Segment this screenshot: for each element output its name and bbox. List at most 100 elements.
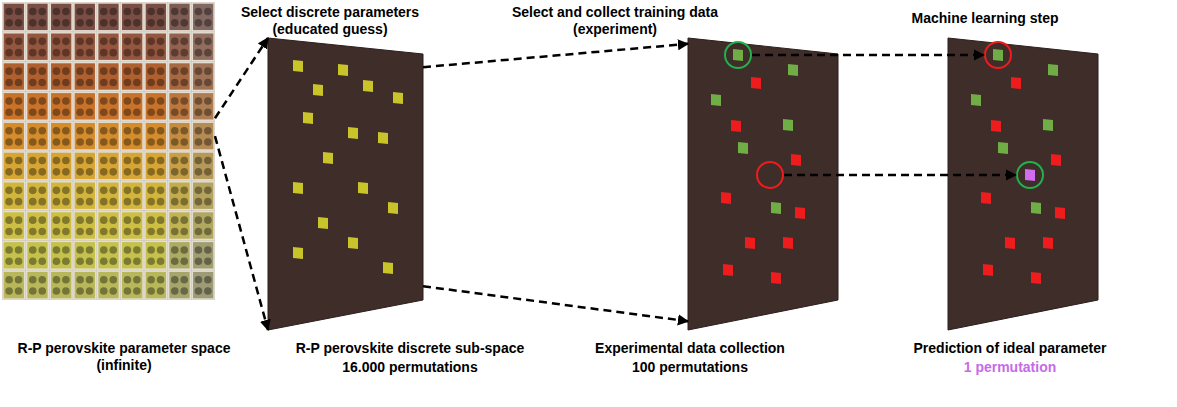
sample-tile bbox=[27, 271, 49, 299]
sample-tile bbox=[169, 152, 191, 180]
sample-tile bbox=[50, 212, 72, 240]
sample-tile bbox=[145, 152, 167, 180]
sample-tile bbox=[192, 152, 214, 180]
sample-tile bbox=[74, 212, 96, 240]
sample-tile bbox=[169, 271, 191, 299]
good-result-squares bbox=[971, 49, 1058, 214]
sample-tile bbox=[98, 33, 120, 61]
text-holder: Select discrete parameters (educated gue… bbox=[225, 4, 435, 38]
text-holder: Prediction of ideal parameter bbox=[890, 340, 1130, 357]
stage-caption: R-P perovskite parameter space (infinite… bbox=[4, 340, 244, 374]
sample-tile bbox=[169, 241, 191, 269]
sample-tile bbox=[169, 3, 191, 31]
sample-tile bbox=[192, 122, 214, 150]
dashed-arrow bbox=[423, 44, 688, 67]
sample-tile bbox=[121, 271, 143, 299]
sample-tile bbox=[145, 122, 167, 150]
sample-tile bbox=[3, 271, 25, 299]
sample-tile bbox=[50, 182, 72, 210]
step-heading: Machine learning step bbox=[875, 10, 1095, 27]
sample-tile bbox=[3, 241, 25, 269]
sample-tile bbox=[50, 152, 72, 180]
sample-tile bbox=[98, 271, 120, 299]
sample-tile bbox=[27, 33, 49, 61]
sample-tile bbox=[50, 271, 72, 299]
sample-tile bbox=[192, 271, 214, 299]
photo-ground bbox=[2, 2, 215, 300]
permutation-count: 100 permutations bbox=[560, 359, 820, 376]
text-holder: 1 permutation bbox=[890, 359, 1130, 376]
sample-tile bbox=[3, 33, 25, 61]
sample-tile bbox=[50, 33, 72, 61]
parameter-plane: Machine learning stepPrediction of ideal… bbox=[948, 38, 1098, 330]
sample-tile bbox=[74, 3, 96, 31]
sample-tile bbox=[27, 92, 49, 120]
bad-result-squares bbox=[981, 77, 1065, 284]
text-holder: Experimental data collection bbox=[560, 340, 820, 357]
sample-tile bbox=[192, 33, 214, 61]
parameter-plane-shape bbox=[948, 38, 1098, 330]
parameter-plane-shape bbox=[268, 38, 423, 330]
sample-tile bbox=[145, 63, 167, 91]
sample-tile bbox=[98, 92, 120, 120]
sample-photo-node: R-P perovskite parameter space (infinite… bbox=[2, 2, 215, 300]
sample-tile bbox=[98, 152, 120, 180]
sample-tile bbox=[145, 241, 167, 269]
sample-tile bbox=[121, 241, 143, 269]
sample-tile bbox=[145, 33, 167, 61]
highlight-circle bbox=[985, 42, 1011, 68]
sample-tile bbox=[27, 182, 49, 210]
sample-tile bbox=[121, 3, 143, 31]
perovskite-sample-grid bbox=[2, 2, 215, 300]
permutation-count: 16.000 permutations bbox=[270, 359, 550, 376]
candidate-squares bbox=[293, 60, 403, 274]
dashed-arrow bbox=[215, 136, 268, 330]
sample-tile bbox=[169, 92, 191, 120]
sample-tile bbox=[121, 212, 143, 240]
sample-tile bbox=[27, 122, 49, 150]
sample-tile bbox=[3, 122, 25, 150]
sample-tile bbox=[27, 3, 49, 31]
sample-tile bbox=[27, 241, 49, 269]
sample-tile bbox=[50, 122, 72, 150]
stage-caption: R-P perovskite discrete sub-space bbox=[270, 340, 550, 357]
sample-tile bbox=[169, 33, 191, 61]
text-holder: R-P perovskite discrete sub-space bbox=[270, 340, 550, 357]
sample-tile bbox=[3, 212, 25, 240]
bad-result-squares bbox=[721, 77, 805, 284]
sample-tile bbox=[169, 63, 191, 91]
sample-tile bbox=[74, 152, 96, 180]
step-heading: Select discrete parameters (educated gue… bbox=[225, 4, 435, 38]
plane-surface bbox=[268, 38, 423, 330]
sample-tile bbox=[192, 92, 214, 120]
good-result-squares bbox=[711, 49, 798, 214]
plane-surface bbox=[688, 38, 838, 330]
sample-tile bbox=[192, 241, 214, 269]
text-holder: R-P perovskite parameter space (infinite… bbox=[4, 340, 244, 374]
sample-tile bbox=[50, 63, 72, 91]
sample-tile bbox=[50, 3, 72, 31]
dashed-arrow bbox=[215, 38, 268, 118]
sample-tile bbox=[27, 212, 49, 240]
highlight-circle bbox=[1017, 162, 1043, 188]
stage-caption: Experimental data collection bbox=[560, 340, 820, 357]
sample-tile bbox=[121, 92, 143, 120]
highlight-circle bbox=[725, 42, 751, 68]
sample-tile bbox=[98, 3, 120, 31]
sample-tile bbox=[98, 241, 120, 269]
sample-tile bbox=[74, 92, 96, 120]
text-holder: 100 permutations bbox=[560, 359, 820, 376]
text-holder: Select and collect training data (experi… bbox=[485, 4, 745, 38]
sample-tile bbox=[27, 63, 49, 91]
sample-tile bbox=[74, 182, 96, 210]
step-heading: Select and collect training data (experi… bbox=[485, 4, 745, 38]
sample-tile bbox=[3, 63, 25, 91]
sample-tile bbox=[121, 63, 143, 91]
sample-tile bbox=[169, 122, 191, 150]
sample-tile bbox=[192, 63, 214, 91]
sample-tile bbox=[121, 122, 143, 150]
sample-tile bbox=[27, 152, 49, 180]
text-holder: 16.000 permutations bbox=[270, 359, 550, 376]
sample-tile bbox=[3, 3, 25, 31]
